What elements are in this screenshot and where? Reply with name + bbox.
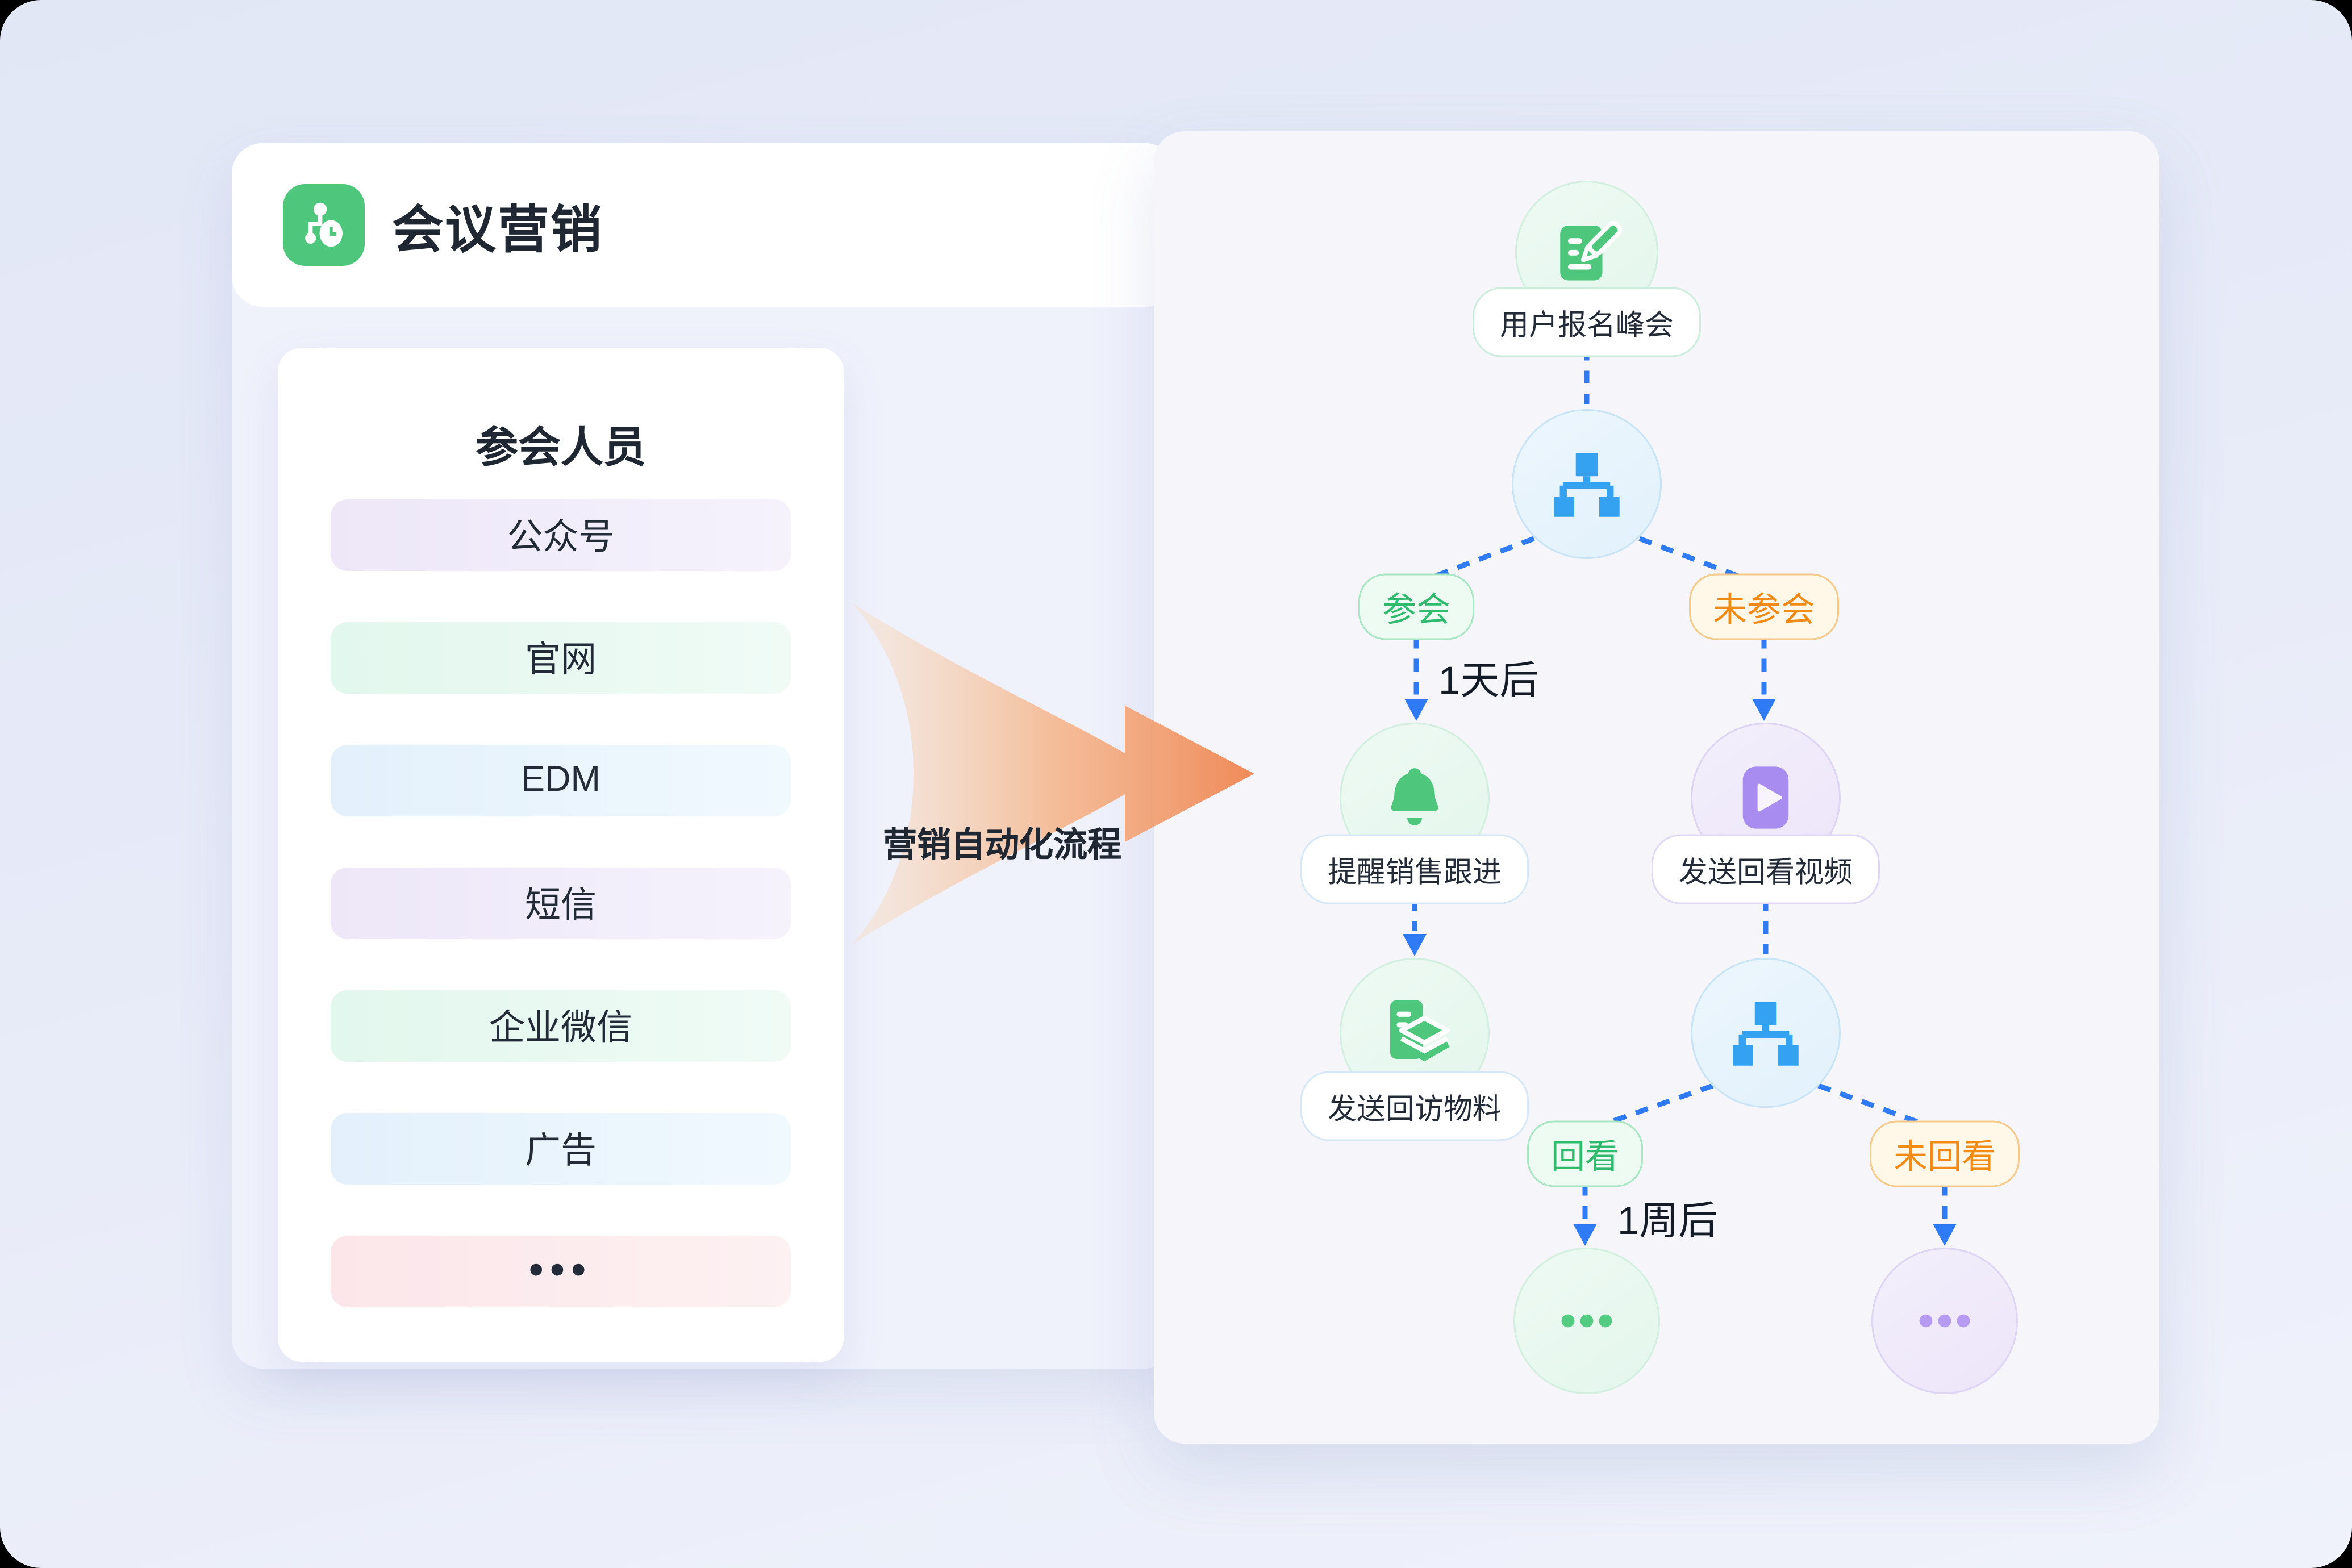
condition-not-attended: 未参会: [1689, 573, 1839, 640]
audience-chip-wechat-official: 公众号: [331, 499, 791, 571]
delay-label-1week: 1周后: [1617, 1198, 1718, 1242]
card-header: 会议营销: [232, 143, 1176, 307]
branch-split-icon: [1733, 1002, 1799, 1066]
audience-title: 参会人员: [475, 424, 646, 472]
condition-watched: 回看: [1527, 1120, 1643, 1187]
automation-flow-panel: 用户报名峰会 参会 未参会 1天后 提醒销售跟进: [1154, 131, 2159, 1444]
materials-stack-icon: [1390, 1000, 1450, 1062]
ellipsis-icon: [1919, 1314, 1970, 1328]
arrow-label: 营销自动化流程: [883, 827, 1121, 865]
connector-arrowheads: [1403, 699, 1957, 1246]
audience-chip-sms: 短信: [331, 868, 791, 939]
flow-node-more-watched: [1513, 1248, 1660, 1394]
audience-chip-website: 官网: [331, 622, 791, 694]
flow-node-branch-2: [1691, 958, 1841, 1108]
audience-chip-more: •••: [331, 1236, 791, 1307]
flow-label-video: 发送回看视频: [1652, 834, 1880, 904]
page-title: 会议营销: [392, 203, 603, 259]
signup-form-icon: [1560, 221, 1623, 281]
audience-chip-ads: 广告: [331, 1113, 791, 1185]
ellipsis-icon: [1561, 1314, 1612, 1328]
workflow-clock-icon: [283, 184, 365, 266]
flow-arrow: [852, 603, 1254, 944]
audience-panel: 参会人员 公众号 官网 EDM 短信 企业微信 广告 •••: [278, 348, 844, 1362]
bell-icon: [1391, 768, 1438, 825]
flow-node-branch-1: [1512, 409, 1662, 559]
audience-chip-edm: EDM: [331, 745, 791, 816]
video-play-icon: [1742, 766, 1789, 829]
flow-node-more-not-watched: [1871, 1248, 2018, 1394]
delay-label-1day: 1天后: [1438, 658, 1539, 702]
condition-attended: 参会: [1358, 573, 1474, 640]
branch-split-icon: [1554, 453, 1620, 517]
flow-label-materials: 发送回访物料: [1300, 1071, 1529, 1141]
flow-label-signup: 用户报名峰会: [1473, 287, 1701, 357]
condition-not-watched: 未回看: [1870, 1120, 2020, 1187]
audience-chip-wecom: 企业微信: [331, 990, 791, 1062]
flow-label-remind: 提醒销售跟进: [1300, 834, 1529, 904]
flow-connectors: [1403, 348, 1957, 1246]
connector-lines: [1412, 348, 1948, 1220]
